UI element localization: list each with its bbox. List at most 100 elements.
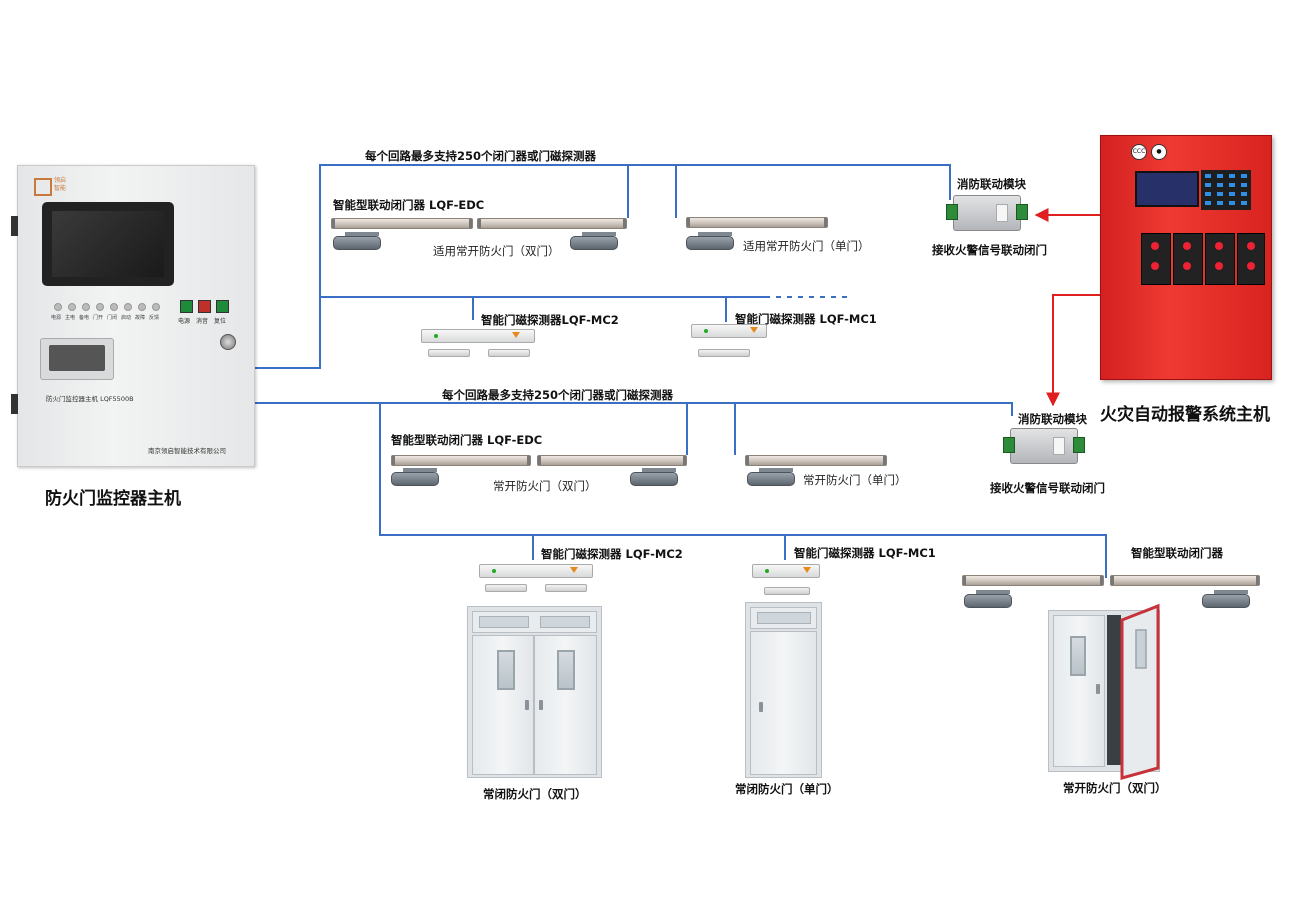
- controller-cabinet: 领启智能 电源 主电 备电 门开 门闭 启动 故障 反馈 电源 消音 复位 防火…: [11, 165, 255, 467]
- loop2-detector-wire: [379, 403, 1107, 578]
- controller-logo-text: 领启智能: [54, 177, 67, 192]
- closer-arm-icon: [630, 472, 678, 486]
- led-indicator-icon: [54, 303, 62, 311]
- reset-button[interactable]: [216, 300, 229, 313]
- magnet-bar: [485, 584, 527, 592]
- controller-title: 防火门监控器主机: [45, 489, 181, 509]
- controller-printer: [40, 338, 114, 380]
- loop2-single-door-label: 常开防火门（单门）: [803, 473, 907, 487]
- closer-arm-icon: [570, 236, 618, 250]
- closer-arm-icon: [1202, 594, 1250, 608]
- door-closer-device: [1110, 575, 1260, 586]
- led-label: 主电: [65, 315, 76, 321]
- led-indicator-icon: [68, 303, 76, 311]
- led-indicator-icon: [96, 303, 104, 311]
- closer-rod: [403, 468, 437, 472]
- cabinet-hinge: [11, 394, 18, 414]
- fire-panel-module: [1141, 233, 1171, 285]
- door-closer-device: [745, 455, 887, 466]
- closer-arm-icon: [391, 472, 439, 486]
- magnet-bar: [698, 349, 750, 357]
- closer-arm-icon: [747, 472, 795, 486]
- loop1-capacity-note: 每个回路最多支持250个闭门器或门磁探测器: [365, 149, 597, 163]
- door-closer-device: [962, 575, 1104, 586]
- magnetic-detector-device: [752, 564, 820, 578]
- loop2-module-subtitle: 接收火警信号联动闭门: [990, 481, 1105, 495]
- led-indicator-icon: [152, 303, 160, 311]
- magnetic-detector-device: [421, 329, 535, 343]
- led-indicator-icon: [82, 303, 90, 311]
- loop2-double-door-label: 常开防火门（双门）: [493, 479, 597, 493]
- led-indicator-icon: [124, 303, 132, 311]
- led-label: 故障: [135, 315, 146, 321]
- single-fire-door-closed: [745, 602, 822, 778]
- bottom-detector2-label: 智能门磁探测器 LQF-MC2: [541, 547, 683, 561]
- fire-linkage-module: [946, 195, 1028, 231]
- door-closer-device: [391, 455, 531, 466]
- silence-button[interactable]: [198, 300, 211, 313]
- controller-company-label: 南京领启智能技术有限公司: [148, 447, 226, 455]
- power-button[interactable]: [180, 300, 193, 313]
- key-lock-icon[interactable]: [220, 334, 236, 350]
- led-indicator-icon: [110, 303, 118, 311]
- door-closer-device: [331, 218, 473, 229]
- bottom-closer-label: 智能型联动闭门器: [1131, 546, 1223, 560]
- silence-button-label: 消音: [196, 318, 209, 325]
- led-label: 电源: [51, 315, 62, 321]
- door-a-label: 常闭防火门（双门）: [483, 787, 587, 801]
- closer-arm-icon: [333, 236, 381, 250]
- loop2-capacity-note: 每个回路最多支持250个闭门器或门磁探测器: [442, 388, 674, 402]
- fire-panel-title: 火灾自动报警系统主机: [1100, 405, 1270, 425]
- loop1-module-title: 消防联动模块: [957, 177, 1026, 191]
- magnetic-detector-device: [479, 564, 593, 578]
- loop1-module-subtitle: 接收火警信号联动闭门: [932, 243, 1047, 257]
- loop2-closer-label: 智能型联动闭门器 LQF-EDC: [391, 433, 543, 447]
- fire-panel-lcd: [1135, 171, 1199, 207]
- closer-rod: [1214, 590, 1248, 594]
- led-label: 门闭: [107, 315, 118, 321]
- closer-rod: [698, 232, 732, 236]
- closer-rod: [759, 468, 793, 472]
- door-closer-device: [477, 218, 627, 229]
- certification-badge-icon: ●: [1151, 144, 1167, 160]
- led-label: 门开: [93, 315, 104, 321]
- bottom-detector1-label: 智能门磁探测器 LQF-MC1: [794, 546, 936, 560]
- led-label: 备电: [79, 315, 90, 321]
- fire-panel-module: [1173, 233, 1203, 285]
- magnet-bar: [488, 349, 530, 357]
- loop1-double-door-label: 适用常开防火门（双门）: [433, 244, 560, 258]
- magnet-bar: [545, 584, 587, 592]
- door-closer-device: [686, 217, 828, 228]
- fire-panel-keypad[interactable]: [1201, 170, 1251, 210]
- alarm-arrow-2: [1046, 294, 1100, 407]
- loop1-detector2-label: 智能门磁探测器LQF-MC2: [481, 313, 619, 327]
- cabinet-hinge: [11, 216, 18, 236]
- magnet-bar: [764, 587, 810, 595]
- magnetic-detector-device: [691, 324, 767, 338]
- ccc-badge-icon: CCC: [1131, 144, 1147, 160]
- reset-button-label: 复位: [214, 318, 227, 325]
- controller-model-label: 防火门监控器主机 LQF5500B: [46, 395, 134, 403]
- fire-linkage-module: [1003, 428, 1085, 464]
- open-door-leaf-icon: [1120, 603, 1160, 780]
- fire-panel-module: [1237, 233, 1265, 285]
- magnet-bar: [428, 349, 470, 357]
- led-label: 反馈: [149, 315, 160, 321]
- loop1-single-door-label: 适用常开防火门（单门）: [743, 239, 870, 253]
- door-c-label: 常开防火门（双门）: [1063, 781, 1167, 795]
- closer-arm-icon: [964, 594, 1012, 608]
- power-button-label: 电源: [178, 318, 191, 325]
- door-closer-device: [537, 455, 687, 466]
- led-label: 启动: [121, 315, 132, 321]
- controller-touchscreen[interactable]: [42, 202, 174, 286]
- loop1-detector1-label: 智能门磁探测器 LQF-MC1: [735, 312, 877, 326]
- controller-logo-icon: [34, 178, 52, 196]
- door-b-label: 常闭防火门（单门）: [735, 782, 839, 796]
- loop1-bus-wire: [254, 164, 951, 369]
- fire-alarm-panel: CCC ●: [1100, 135, 1272, 380]
- loop2-bus-wire: [254, 402, 1013, 416]
- closer-rod: [582, 232, 616, 236]
- led-indicator-icon: [138, 303, 146, 311]
- closer-rod: [345, 232, 379, 236]
